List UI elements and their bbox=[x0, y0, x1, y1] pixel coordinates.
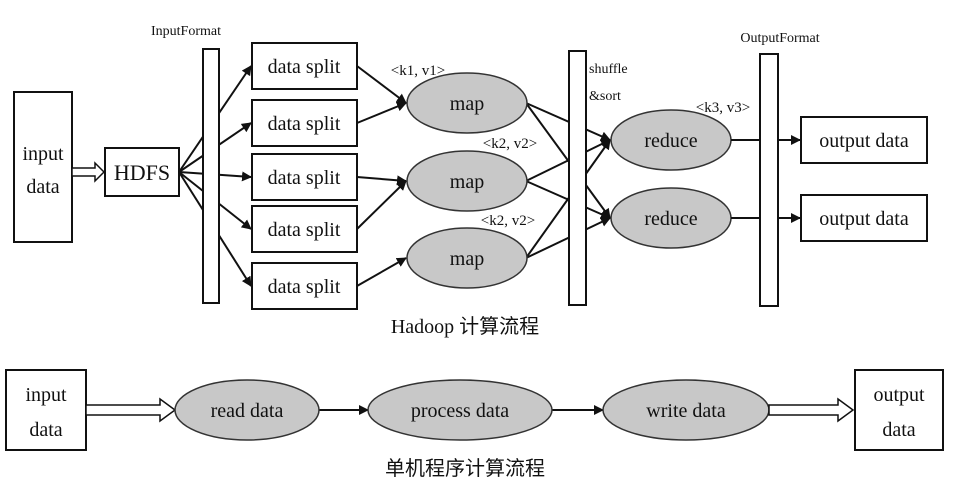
data-split-box bbox=[251, 99, 358, 147]
single-output-label: output bbox=[873, 384, 925, 406]
split-map-arrows bbox=[356, 65, 407, 287]
map-arrow bbox=[356, 175, 407, 186]
input-data-box bbox=[13, 91, 73, 243]
process-step-label: write data bbox=[646, 400, 726, 422]
map-node bbox=[406, 150, 528, 212]
inputformat-bar bbox=[202, 48, 220, 304]
single-input-box bbox=[5, 369, 87, 451]
outputformat-bar bbox=[759, 53, 779, 307]
output-data-box bbox=[800, 194, 928, 242]
hdfs-box bbox=[104, 147, 180, 197]
output-data-box bbox=[800, 116, 928, 164]
hadoop-caption: Hadoop 计算流程 bbox=[391, 315, 539, 338]
input-label: data bbox=[26, 176, 59, 198]
map-arrow bbox=[356, 65, 407, 104]
hollow-arrow bbox=[768, 397, 855, 423]
kv-label: <k1, v1> bbox=[391, 63, 445, 79]
map-node bbox=[406, 227, 528, 289]
single-input-label: data bbox=[29, 419, 62, 441]
hollow-arrow bbox=[71, 161, 106, 183]
kv3-label: <k3, v3> bbox=[696, 100, 750, 116]
data-split-label: data split bbox=[268, 219, 341, 241]
process-step-node bbox=[174, 379, 320, 441]
data-split-label: data split bbox=[268, 56, 341, 78]
map-label: map bbox=[450, 93, 484, 115]
shuffle-label: shuffle bbox=[589, 62, 628, 77]
process-step-label: process data bbox=[411, 400, 509, 422]
reduce-label: reduce bbox=[644, 208, 697, 230]
kv-label: <k2, v2> bbox=[481, 213, 535, 229]
process-step-node bbox=[367, 379, 553, 441]
data-split-box bbox=[251, 205, 358, 253]
data-split-label: data split bbox=[268, 167, 341, 189]
single-output-label: data bbox=[882, 419, 915, 441]
single-caption: 单机程序计算流程 bbox=[385, 457, 545, 480]
output-data-label: output data bbox=[819, 130, 909, 152]
map-node bbox=[406, 72, 528, 134]
map-arrow bbox=[356, 257, 407, 287]
map-arrow bbox=[356, 101, 407, 124]
map-label: map bbox=[450, 171, 484, 193]
hdfs-label: HDFS bbox=[114, 160, 170, 185]
data-split-label: data split bbox=[268, 276, 341, 298]
inputformat-label: InputFormat bbox=[151, 24, 221, 39]
map-arrow bbox=[356, 180, 407, 230]
shuffle-bar bbox=[568, 50, 587, 306]
data-split-label: data split bbox=[268, 113, 341, 135]
output-data-label: output data bbox=[819, 208, 909, 230]
hollow-arrow bbox=[85, 397, 177, 423]
reduce-label: reduce bbox=[644, 130, 697, 152]
input-label: input bbox=[22, 143, 64, 165]
single-input-label: input bbox=[25, 384, 67, 406]
map-label: map bbox=[450, 248, 484, 270]
process-step-label: read data bbox=[211, 400, 284, 422]
kv-label: <k2, v2> bbox=[483, 136, 537, 152]
outputformat-label: OutputFormat bbox=[740, 31, 819, 46]
single-output-box bbox=[854, 369, 944, 451]
sort-label: &sort bbox=[589, 89, 621, 104]
